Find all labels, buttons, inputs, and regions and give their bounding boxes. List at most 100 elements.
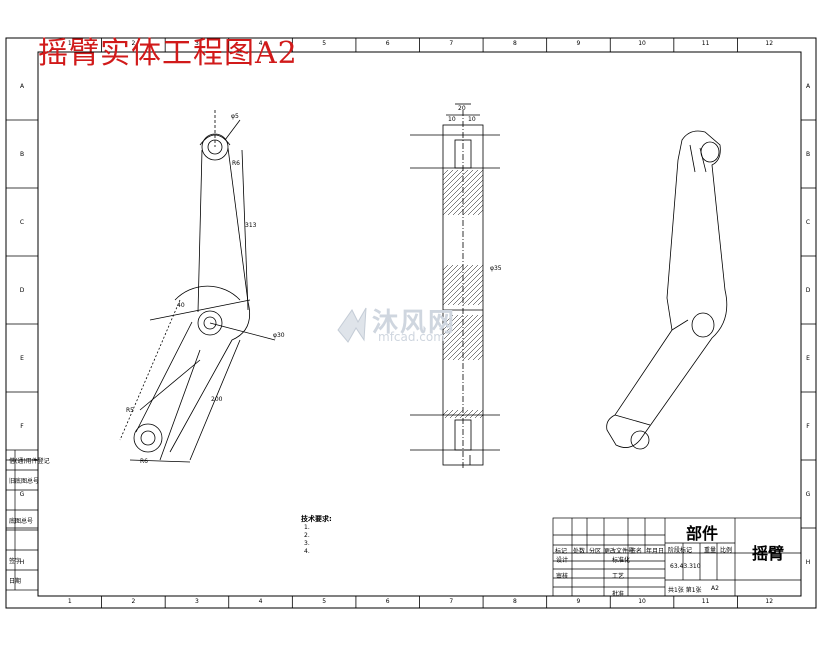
zone-row-label: F bbox=[20, 423, 24, 430]
hatch-line bbox=[477, 299, 484, 306]
title-block-code: 63.43.310 bbox=[670, 563, 701, 570]
hatch-line bbox=[442, 314, 449, 321]
zone-col-label: 7 bbox=[449, 40, 453, 47]
hatch-line bbox=[447, 269, 484, 306]
zone-col-label: 10 bbox=[638, 598, 646, 605]
dim-label: φ5 bbox=[231, 113, 239, 120]
hatch-line bbox=[462, 284, 484, 306]
dim-label: R6 bbox=[140, 458, 148, 465]
dim-label: φ30 bbox=[273, 332, 285, 339]
zone-row-label: E bbox=[806, 355, 810, 362]
tech-req-line: 3. bbox=[304, 540, 310, 547]
zone-row-label: D bbox=[20, 287, 25, 294]
hatch-line bbox=[467, 344, 484, 361]
front-view bbox=[119, 110, 276, 463]
hatch-line bbox=[467, 289, 484, 306]
zone-row-label: G bbox=[20, 491, 25, 498]
hatch-line bbox=[474, 409, 484, 419]
hatch-line bbox=[442, 174, 484, 216]
hatch-line bbox=[442, 169, 474, 201]
hatch-line bbox=[442, 169, 459, 186]
hatch-line bbox=[442, 264, 474, 296]
hatch-line bbox=[464, 409, 474, 419]
left-side-label: 底图总号 bbox=[9, 518, 34, 525]
title-block bbox=[552, 517, 802, 597]
hatch-line bbox=[477, 209, 484, 216]
hatch-line bbox=[477, 354, 484, 361]
title-block-role: 审核 bbox=[556, 573, 569, 580]
hatch-line bbox=[442, 264, 484, 306]
hatch-line bbox=[442, 314, 469, 341]
zone-col-label: 12 bbox=[765, 598, 773, 605]
title-block-role: 设计 bbox=[556, 557, 569, 564]
zone-col-label: 2 bbox=[131, 598, 135, 605]
title-block-part-name: 摇臂 bbox=[752, 544, 785, 563]
dim-label: 20 bbox=[458, 105, 466, 112]
title-block-row-label: 标记 bbox=[555, 548, 568, 555]
title-block-sheet-info: 共1张 第1张 bbox=[668, 587, 702, 594]
hatch-line bbox=[462, 194, 484, 216]
hatch-line bbox=[472, 349, 484, 361]
hatch-line bbox=[442, 264, 469, 291]
zone-col-label: 9 bbox=[577, 598, 581, 605]
left-side-label: 借(通)用件登记 bbox=[9, 458, 50, 465]
zone-row-label: B bbox=[20, 151, 24, 158]
hatch-line bbox=[457, 334, 484, 361]
section-hatching bbox=[442, 169, 484, 419]
tech-req-line: 4. bbox=[304, 548, 310, 555]
hatch-line bbox=[442, 314, 454, 326]
zone-col-label: 5 bbox=[322, 40, 326, 47]
zone-row-label: G bbox=[806, 491, 811, 498]
tech-req-line: 2. bbox=[304, 532, 310, 539]
hatch-line bbox=[442, 314, 464, 336]
hatch-line bbox=[462, 339, 484, 361]
title-block-col: 阶段标记 bbox=[668, 547, 693, 554]
hatch-line bbox=[469, 409, 479, 419]
zone-col-label: 12 bbox=[765, 40, 773, 47]
drawing-title: 摇臂实体工程图A2 bbox=[38, 36, 298, 71]
zone-row-label: D bbox=[806, 287, 811, 294]
hatch-line bbox=[442, 169, 484, 211]
dim-label: 10 bbox=[448, 116, 456, 123]
title-block-col: 重量 bbox=[704, 547, 717, 554]
tech-req-heading: 技术要求: bbox=[301, 515, 332, 523]
zone-col-label: 4 bbox=[259, 598, 263, 605]
dim-label: R6 bbox=[232, 160, 240, 167]
zone-col-label: 3 bbox=[195, 40, 199, 47]
outer-border bbox=[5, 37, 817, 609]
zone-col-label: 5 bbox=[322, 598, 326, 605]
zone-col-label: 2 bbox=[131, 40, 135, 47]
watermark-logo bbox=[337, 307, 367, 343]
hatch-line bbox=[442, 314, 479, 351]
tech-req-line: 1. bbox=[304, 524, 310, 531]
hatch-line bbox=[452, 184, 484, 216]
hatch-line bbox=[467, 199, 484, 216]
zone-row-label: H bbox=[20, 559, 25, 566]
title-block-row-label: 年月日 bbox=[646, 548, 665, 555]
hatch-line bbox=[472, 294, 484, 306]
hatch-line bbox=[444, 409, 454, 419]
hatch-line bbox=[452, 329, 484, 361]
title-block-sheet-size: A2 bbox=[711, 585, 719, 592]
zone-col-label: 7 bbox=[449, 598, 453, 605]
hatch-line bbox=[457, 279, 484, 306]
title-block-role: 批准 bbox=[612, 591, 625, 598]
dim-label: R5 bbox=[126, 407, 134, 414]
hatch-line bbox=[442, 169, 479, 206]
hatch-line bbox=[452, 274, 484, 306]
title-block-row-label: 更改文件号 bbox=[604, 548, 635, 555]
hatch-line bbox=[442, 314, 474, 346]
left-side-label: 日期 bbox=[9, 578, 22, 585]
zone-row-label: A bbox=[20, 83, 25, 90]
hatch-line bbox=[479, 414, 484, 419]
title-block-role: 工艺 bbox=[612, 573, 625, 580]
left-side-label: 旧底图总号 bbox=[9, 478, 40, 485]
hatch-line bbox=[442, 169, 464, 191]
zone-row-label: A bbox=[806, 83, 811, 90]
left-side-table bbox=[5, 449, 39, 591]
hatch-line bbox=[447, 179, 484, 216]
dim-label: 313 bbox=[245, 222, 257, 229]
hatch-line bbox=[447, 324, 484, 361]
hatch-line bbox=[442, 169, 449, 176]
zone-col-label: 6 bbox=[386, 598, 390, 605]
